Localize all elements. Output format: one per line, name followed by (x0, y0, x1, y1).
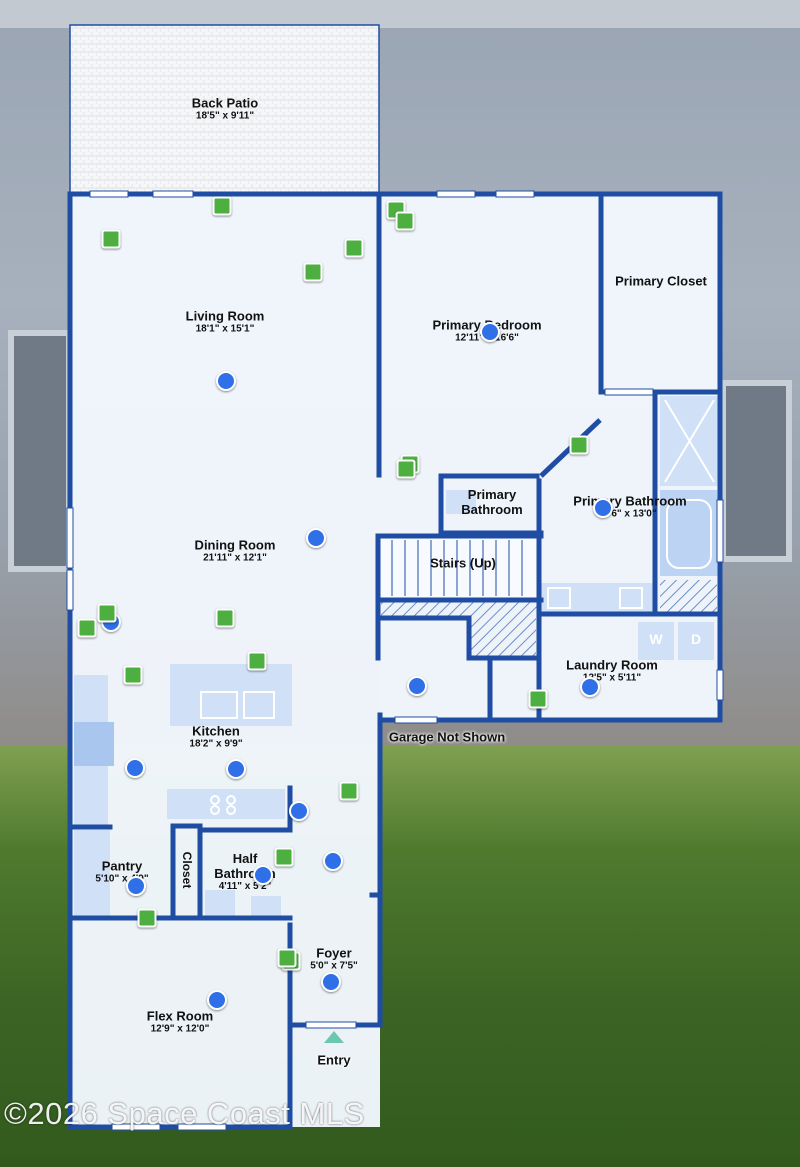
room-label-primary-closet: Primary Closet (615, 273, 707, 289)
photo-marker[interactable] (125, 758, 145, 778)
photo-marker[interactable] (321, 972, 341, 992)
room-label-flex-room: Flex Room 12'9" x 12'0" (146, 1008, 214, 1035)
panorama-marker[interactable] (569, 435, 589, 455)
room-label-kitchen: Kitchen 18'2" x 9'9" (189, 723, 243, 750)
floor-fill (70, 194, 720, 1127)
room-label-closet: Closet (180, 851, 194, 889)
garage-note: Garage Not Shown (388, 729, 506, 745)
photo-marker[interactable] (323, 851, 343, 871)
roof-edge (0, 0, 800, 28)
photo-marker[interactable] (207, 990, 227, 1010)
panorama-marker[interactable] (212, 196, 232, 216)
panorama-marker[interactable] (101, 229, 121, 249)
panorama-marker[interactable] (344, 238, 364, 258)
photo-marker[interactable] (216, 371, 236, 391)
copyright-watermark: ©2026 Space Coast MLS (4, 1096, 365, 1131)
photo-marker[interactable] (253, 865, 273, 885)
house-window (720, 380, 792, 562)
panorama-marker[interactable] (396, 459, 416, 479)
room-label-primary-bathroom-small: Primary Bathroom (461, 487, 523, 517)
photo-marker[interactable] (580, 677, 600, 697)
photo-marker[interactable] (593, 498, 613, 518)
windows (66, 190, 724, 1131)
room-label-pantry: Pantry 5'10" x 4'9" (95, 858, 149, 885)
panorama-marker[interactable] (274, 847, 294, 867)
dryer-label: D (691, 631, 701, 647)
room-label-living-room: Living Room 18'1" x 15'1" (185, 308, 265, 335)
washer-label: W (649, 631, 663, 647)
room-label-foyer: Foyer 5'0" x 7'5" (310, 945, 358, 972)
entry-label: Entry (317, 1052, 351, 1068)
panorama-marker[interactable] (395, 211, 415, 231)
photo-marker[interactable] (126, 876, 146, 896)
photo-marker[interactable] (306, 528, 326, 548)
room-label-dining-room: Dining Room 21'11" x 12'1" (194, 537, 276, 564)
room-label-primary-bathroom: Primary Bathroom 8'6" x 13'0" (573, 493, 687, 520)
photo-marker[interactable] (289, 801, 309, 821)
panorama-marker[interactable] (303, 262, 323, 282)
panorama-marker[interactable] (123, 665, 143, 685)
entry-arrow-icon (324, 1031, 344, 1043)
panorama-marker[interactable] (528, 689, 548, 709)
room-label-laundry-room: Laundry Room 12'5" x 5'11" (566, 657, 658, 684)
photo-marker[interactable] (226, 759, 246, 779)
hatched-area (660, 580, 717, 614)
room-label-back-patio: Back Patio 18'5" x 9'11" (191, 95, 259, 122)
panorama-marker[interactable] (247, 651, 267, 671)
room-label-stairs: Stairs (Up) (430, 555, 496, 571)
photo-marker[interactable] (480, 322, 500, 342)
photo-marker[interactable] (407, 676, 427, 696)
panorama-marker[interactable] (97, 603, 117, 623)
panorama-marker[interactable] (215, 608, 235, 628)
panorama-marker[interactable] (137, 908, 157, 928)
stair-treads (391, 540, 523, 596)
hatched-area (471, 603, 536, 657)
panorama-marker[interactable] (277, 948, 297, 968)
fixture-details (200, 399, 715, 815)
fixtures (74, 396, 718, 918)
panorama-marker[interactable] (77, 618, 97, 638)
panorama-marker[interactable] (339, 781, 359, 801)
